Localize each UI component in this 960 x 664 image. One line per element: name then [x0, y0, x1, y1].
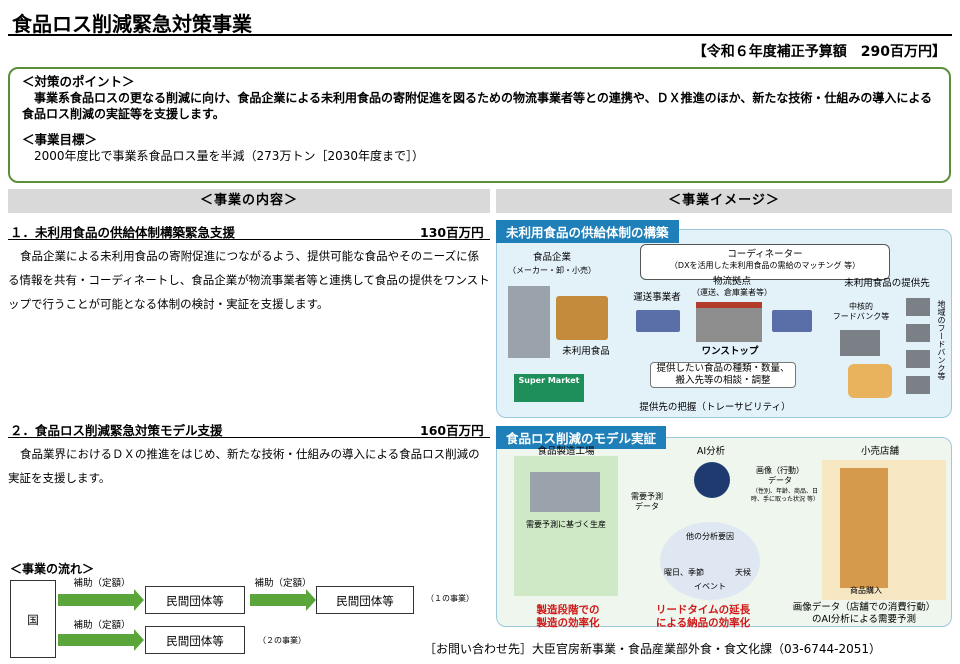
flow-arrow-3	[58, 629, 144, 651]
flow-arrow-1	[58, 589, 144, 611]
goal-heading: ＜事業目標＞	[22, 132, 98, 147]
flow-subsidy-3: 補助（定額）	[73, 620, 131, 631]
coordinator-sub: （DXを活用した未利用食品の需給のマッチング 等）	[669, 261, 861, 270]
item2-rule	[8, 437, 490, 438]
warehouse-icon	[696, 302, 762, 342]
coordinator-label: コーディネーター	[727, 249, 803, 260]
traceability-label: 提供先の把握（トレーサビリティ）	[639, 402, 791, 413]
food-company-sub: （メーカー・卸・小売）	[508, 266, 596, 275]
house-icon-3	[906, 350, 930, 368]
flow-note-2: （２の事業）	[258, 636, 306, 645]
image-data-label: 画像（行動） データ	[756, 466, 804, 485]
production-label: 需要予測に基づく生産	[526, 520, 606, 529]
one-stop-label: ワンストップ	[701, 346, 759, 357]
boxes-icon	[556, 296, 608, 340]
weekday-label: 曜日、季節	[664, 568, 704, 577]
budget-label: 【令和６年度補正予算額 290百万円】	[692, 44, 946, 60]
model-panel-tag: 食品ロス削減のモデル実証	[496, 426, 667, 449]
truck-icon-2	[772, 310, 812, 332]
house-icon-4	[906, 376, 930, 394]
flow-org-2: 民間団体等	[316, 586, 414, 614]
house-icon-2	[906, 324, 930, 342]
title-rule	[8, 34, 952, 36]
item2-body: 食品業界におけるＤＸの推進をはじめ、新たな技術・仕組みの導入による食品ロス削減の…	[8, 447, 480, 485]
item1-rule	[8, 239, 490, 240]
factory-label: 食品製造工場	[537, 446, 595, 457]
flow-arrow-2	[250, 589, 316, 611]
ai-icon	[694, 462, 730, 498]
flow-note-1: （１の事業）	[426, 594, 474, 603]
building-icon	[508, 286, 550, 358]
goal-body: 2000年度比で事業系食品ロス量を半減（273万トン［2030年度まで］）	[34, 149, 424, 163]
policy-box: ＜対策のポイント＞ 事業系食品ロスの更なる削減に向け、食品企業による未利用食品の…	[8, 67, 951, 183]
item1-amount: 130百万円	[420, 225, 484, 240]
factory-icon	[530, 472, 600, 512]
page-title: 食品ロス削減緊急対策事業	[12, 12, 252, 36]
ai-label: AI分析	[696, 446, 726, 457]
item1-body: 食品企業による未利用食品の寄附促進につながるよう、提供可能な食品やそのニーズに係…	[8, 249, 490, 311]
recipients-label: 未利用食品の提供先	[844, 278, 930, 289]
unused-food-label: 未利用食品	[562, 346, 610, 357]
image-heading: ＜事業イメージ＞	[496, 189, 952, 213]
store-label: 小売店舗	[860, 446, 899, 457]
house-icon-1	[906, 298, 930, 316]
note-factory: 製造段階での 製造の効率化	[536, 604, 600, 629]
supermarket-icon: Super Market	[514, 374, 584, 402]
shelf-icon	[840, 468, 888, 588]
content-heading: ＜事業の内容＞	[8, 189, 490, 213]
regional-foodbank-label: 地域のフードバンク等	[937, 300, 946, 380]
flow-heading: ＜事業の流れ＞	[10, 562, 95, 576]
flow-country: 国	[10, 580, 56, 658]
hub-sub: （運送、倉庫業者等）	[692, 288, 772, 297]
weather-label: 天候	[735, 568, 751, 577]
supply-panel-tag: 未利用食品の供給体制の構築	[496, 220, 679, 243]
hub-label: 物流拠点	[712, 276, 751, 287]
flow-subsidy-2: 補助（定額）	[254, 578, 312, 589]
core-foodbank-label: 中核的 フードバンク等	[832, 302, 890, 321]
truck-icon-1	[636, 310, 680, 332]
flow-org-3: 民間団体等	[145, 626, 245, 654]
item2-amount: 160百万円	[420, 423, 484, 438]
item2-title: ２．食品ロス削減緊急対策モデル支援	[10, 423, 223, 438]
flow-org-1: 民間団体等	[145, 586, 245, 614]
food-company-label: 食品企業	[532, 252, 571, 263]
consult-box: 提供したい食品の種類・数量、 搬入先等の相談・調整	[650, 362, 796, 388]
item1-title: １．未利用食品の供給体制構築緊急支援	[10, 225, 236, 240]
purchase-label: 商品購入	[850, 586, 882, 595]
image-data-sub: （性別、年齢、商品、日 時、手に取った状況 等）	[751, 488, 819, 503]
note-store: 画像データ（店舗での消費行動） のAI分析による需要予測	[792, 602, 936, 625]
house-icon-core	[840, 330, 880, 356]
contact-info: ［お問い合わせ先］大臣官房新事業・食品産業部外食・食文化課（03-6744-20…	[424, 642, 882, 656]
family-icon	[848, 364, 892, 398]
event-label: イベント	[694, 582, 726, 591]
note-leadtime: リードタイムの延長 による納品の効率化	[655, 604, 751, 629]
flow-subsidy-1: 補助（定額）	[73, 578, 131, 589]
demand-data-label: 需要予測 データ	[631, 492, 663, 511]
transport-label: 運送事業者	[633, 292, 681, 303]
other-data-label: 他の分析要因	[686, 532, 734, 541]
point-body: 事業系食品ロスの更なる削減に向け、食品企業による未利用食品の寄附促進を図るための…	[22, 91, 932, 121]
factors-bubble	[660, 522, 760, 600]
point-heading: ＜対策のポイント＞	[22, 74, 135, 89]
coordinator-box: コーディネーター （DXを活用した未利用食品の需給のマッチング 等）	[640, 244, 890, 280]
